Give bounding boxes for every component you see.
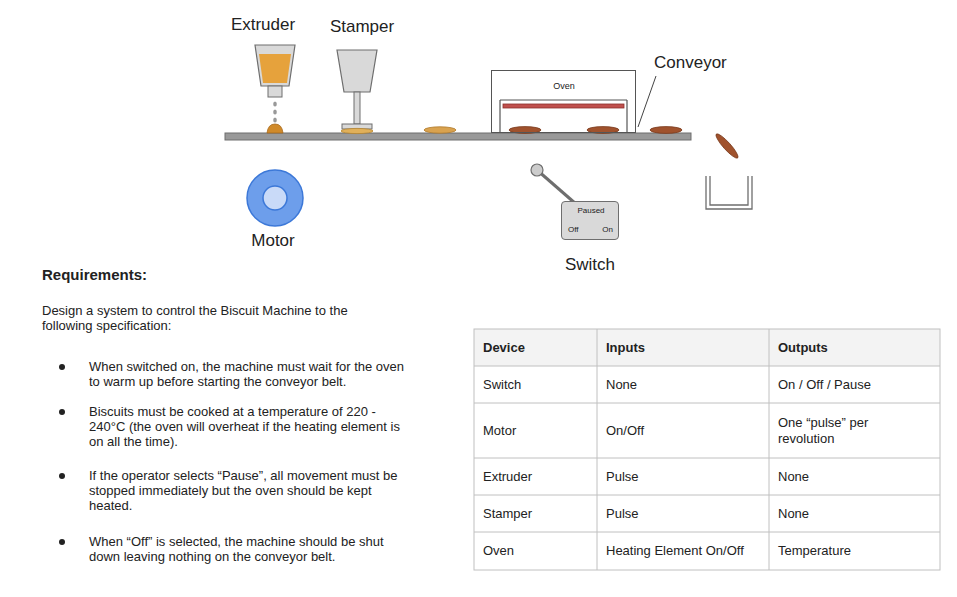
table-header: Outputs: [769, 329, 940, 366]
oven-box: Oven: [491, 70, 636, 133]
part-name: Switch: [565, 255, 615, 275]
oven-label: Oven: [553, 81, 575, 91]
extruder-symbol: [255, 45, 295, 133]
switch-position: Off: [568, 225, 579, 234]
table-cell: One “pulse” per revolution: [769, 403, 940, 458]
intro-text: Design a system to control the Biscuit M…: [42, 303, 367, 333]
part-name: Extruder: [231, 15, 295, 35]
bullet-dot: [59, 409, 65, 415]
biscuit: [424, 127, 456, 133]
switch-position: Paused: [577, 206, 604, 215]
switch-box: PausedOff On: [561, 201, 619, 240]
table-header: Device: [474, 329, 597, 366]
switch-position: On: [602, 225, 613, 234]
bullet-dot: [59, 539, 65, 545]
bullet-dot: [59, 364, 65, 370]
table-cell: Extruder: [474, 458, 597, 495]
leader-line: [638, 76, 656, 127]
motor-symbol: [247, 170, 303, 226]
bullet-text: When “Off” is selected, the machine shou…: [89, 534, 411, 564]
table-cell: Temperature: [769, 532, 940, 570]
table-cell: Motor: [474, 403, 597, 458]
table-cell: Pulse: [597, 495, 769, 532]
table-grid: [474, 329, 940, 570]
table-cell: On / Off / Pause: [769, 366, 940, 403]
table-cell: None: [769, 458, 940, 495]
conveyor-belt: [225, 133, 691, 140]
bullet-dot: [59, 473, 65, 479]
part-name: Motor: [251, 231, 294, 251]
switch-lever: [531, 164, 576, 204]
section-heading: Requirements:: [42, 266, 147, 283]
table-cell: Pulse: [597, 458, 769, 495]
table-cell: Switch: [474, 366, 597, 403]
bullet-text: When switched on, the machine must wait …: [89, 359, 411, 389]
table-cell: Stamper: [474, 495, 597, 532]
bullet-text: If the operator selects “Pause”, all mov…: [89, 468, 411, 513]
biscuit: [650, 127, 682, 134]
oven-heater: [500, 100, 627, 133]
falling-biscuit: [714, 132, 741, 161]
bullet-text: Biscuits must be cooked at a temperature…: [89, 404, 411, 449]
table-cell: Oven: [474, 532, 597, 570]
part-name: Conveyor: [654, 53, 727, 73]
table-cell: Heating Element On/Off: [597, 532, 769, 570]
table-cell: None: [597, 366, 769, 403]
table-cell: On/Off: [597, 403, 769, 458]
table-cell: None: [769, 495, 940, 532]
part-name: Stamper: [330, 17, 394, 37]
collection-bin: [706, 176, 752, 209]
stamper-symbol: [337, 50, 377, 134]
table-header: Inputs: [597, 329, 769, 366]
